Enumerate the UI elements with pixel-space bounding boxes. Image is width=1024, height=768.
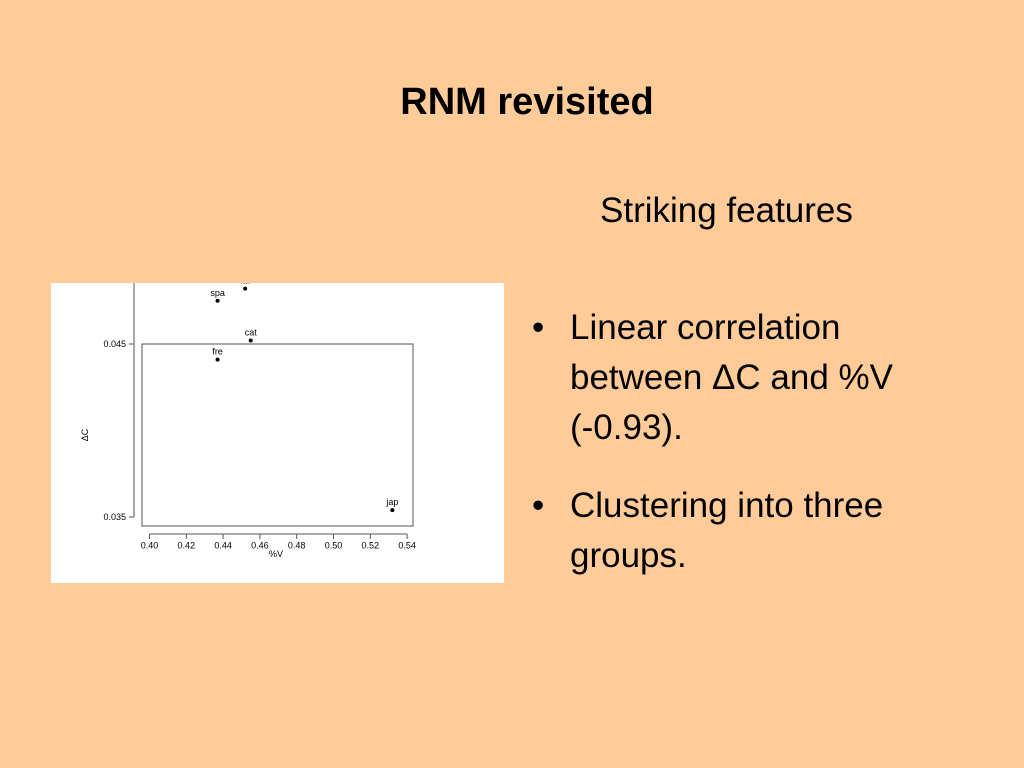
data-point [215, 357, 220, 362]
bullet-list: • Linear correlation between ΔC and %V (… [532, 303, 952, 609]
y-axis-label: ΔC [80, 428, 90, 441]
scatter-plot-panel: %V ΔC 0.40 0.42 0.44 0.46 0.48 0.50 0.52 0.54 0… [51, 283, 504, 583]
bullet-text: Clustering into three groups. [570, 486, 884, 575]
data-points: engdutpolspaitacatfrejap [210, 283, 398, 513]
plot-frame [141, 343, 414, 527]
data-point-label: cat [245, 328, 258, 338]
bullet-text: Linear correlation between ΔC and %V (-0… [570, 308, 894, 447]
slide-title: RNM revisited [400, 81, 654, 123]
data-point-label: ita [240, 283, 250, 286]
x-tick-label: 0.48 [288, 540, 306, 550]
x-tick-label: 0.42 [178, 540, 196, 550]
scatter-plot: %V ΔC 0.40 0.42 0.44 0.46 0.48 0.50 0.52 0.54 0… [80, 283, 416, 559]
x-tick-label: 0.40 [141, 540, 159, 550]
x-axis-label: %V [269, 549, 283, 559]
bullet-item: • Clustering into three groups. [532, 481, 952, 581]
y-tick-label: 0.035 [103, 512, 126, 522]
data-point [390, 508, 395, 513]
data-point-label: fre [212, 347, 223, 357]
data-point-label: spa [210, 288, 225, 298]
x-axis: 0.40 0.42 0.44 0.46 0.48 0.50 0.52 0.54 [141, 533, 416, 550]
bullet-marker: • [532, 486, 545, 525]
y-tick-label: 0.045 [103, 339, 126, 349]
bullet-item: • Linear correlation between ΔC and %V (… [532, 303, 952, 453]
x-tick-label: 0.46 [251, 540, 269, 550]
data-point-label: jap [385, 497, 398, 507]
data-point [215, 298, 220, 303]
x-tick-label: 0.44 [214, 540, 232, 550]
subheading: Striking features [600, 191, 853, 230]
data-point [248, 338, 253, 343]
x-tick-label: 0.50 [325, 540, 343, 550]
x-tick-label: 0.54 [398, 540, 416, 550]
x-tick-label: 0.52 [362, 540, 380, 550]
bullet-marker: • [532, 308, 545, 347]
data-point [243, 286, 248, 291]
